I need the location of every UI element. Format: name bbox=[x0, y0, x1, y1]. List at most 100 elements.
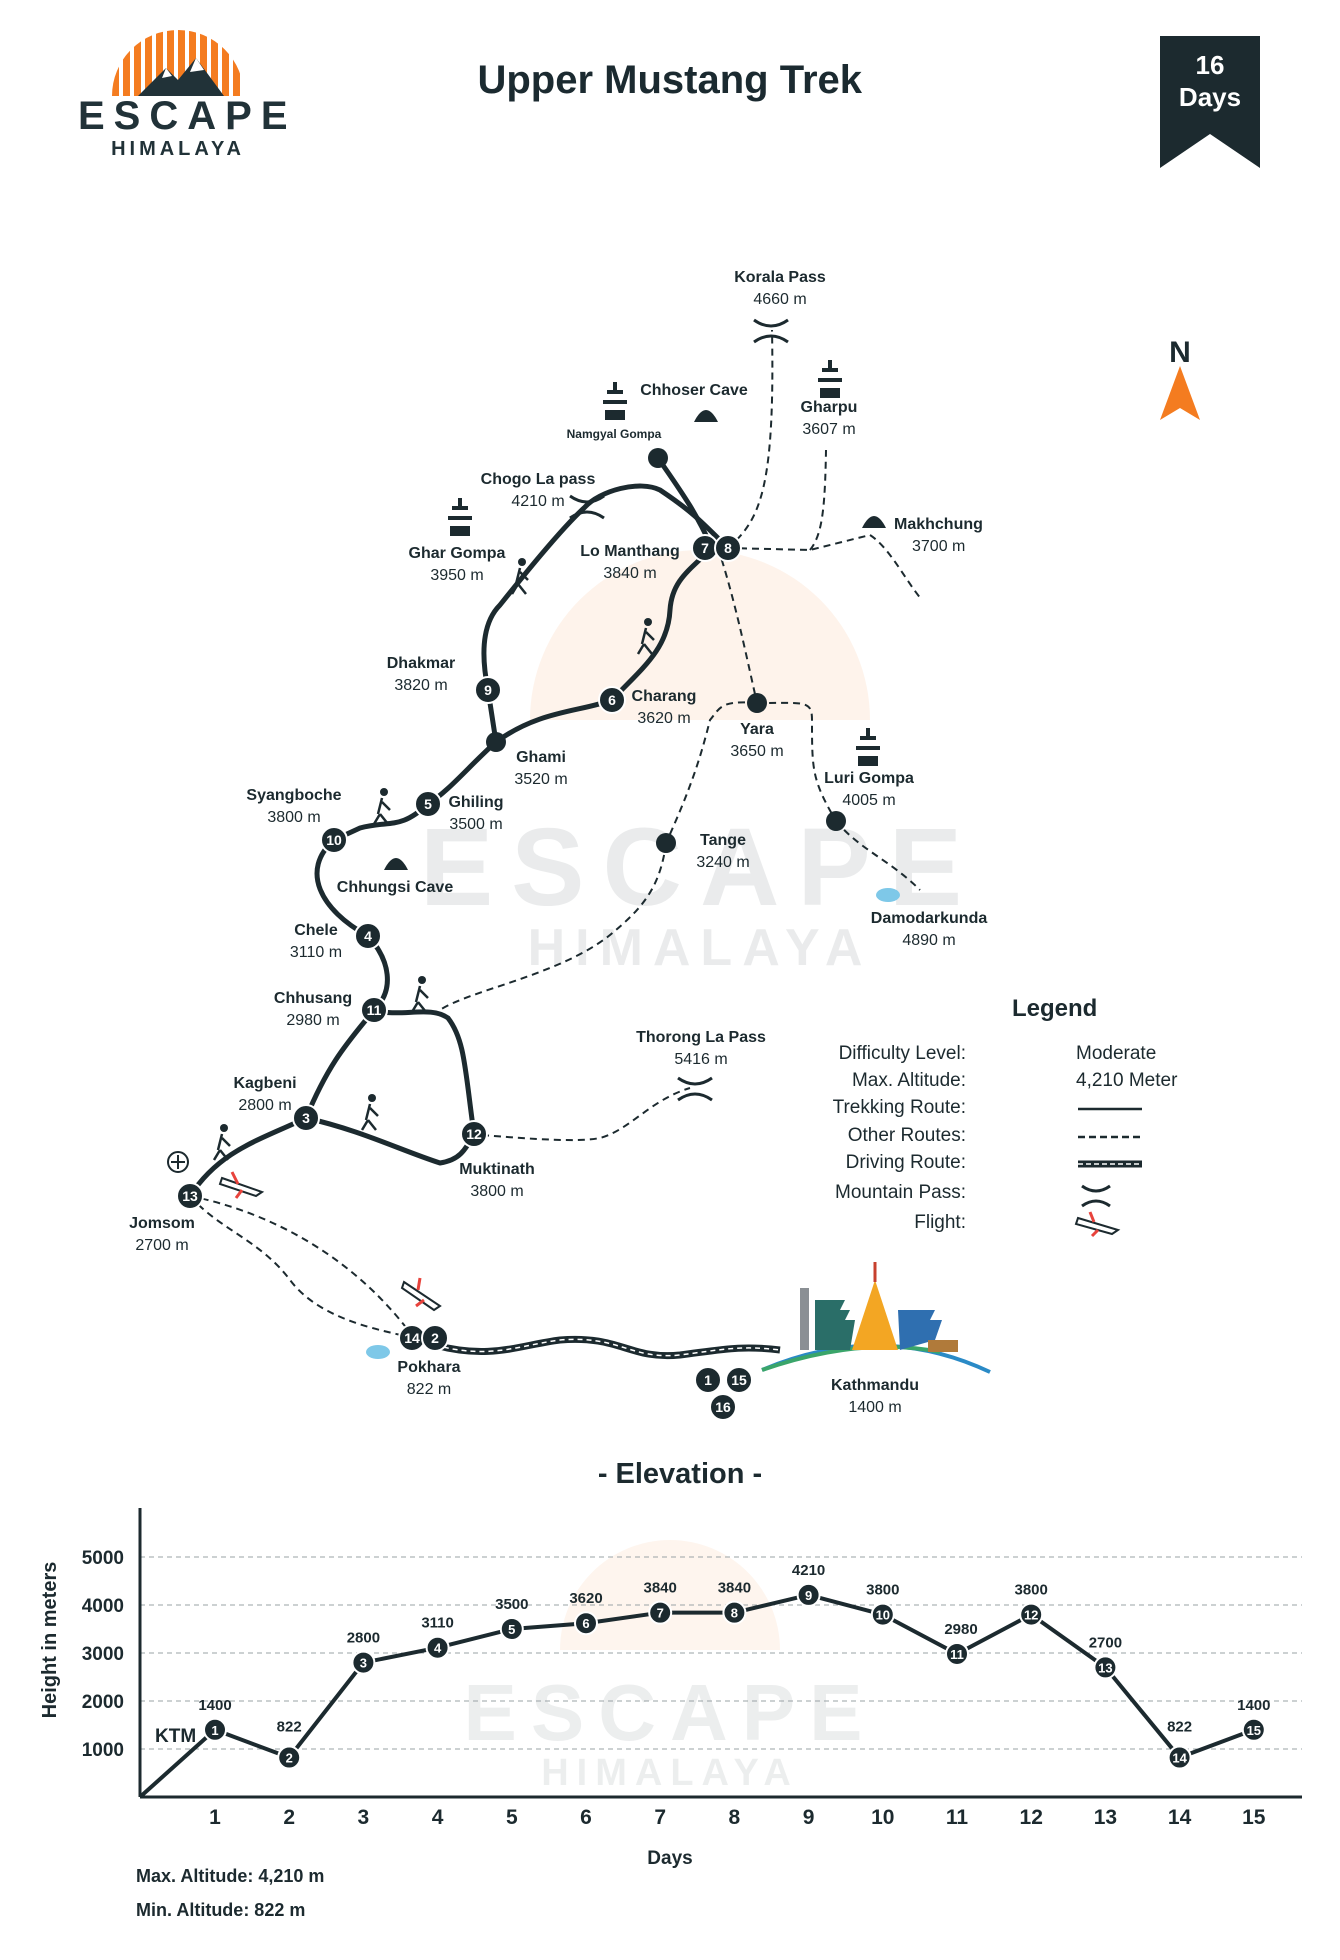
day-marker: 5 bbox=[414, 790, 442, 818]
data-label: 3840 bbox=[718, 1580, 751, 1597]
y-tick-label: 4000 bbox=[82, 1596, 124, 1617]
place-name: Kathmandu bbox=[831, 1377, 919, 1394]
summary-max-altitude: Max. Altitude: 4,210 m bbox=[136, 1866, 325, 1886]
svg-text:HIMALAYA: HIMALAYA bbox=[528, 919, 873, 977]
place-altitude: 822 m bbox=[407, 1381, 451, 1398]
x-tick-label: 7 bbox=[654, 1806, 666, 1829]
place-name: Korala Pass bbox=[734, 269, 826, 286]
day-marker: 12 bbox=[460, 1120, 488, 1148]
point-number: 4 bbox=[434, 1641, 442, 1656]
place-name: Charang bbox=[632, 688, 697, 705]
other-routes bbox=[189, 329, 923, 1339]
place-name: Ghar Gompa bbox=[409, 545, 506, 562]
logo-sunrise-icon bbox=[112, 30, 240, 96]
day-marker: 6 bbox=[598, 686, 626, 714]
place-name: Luri Gompa bbox=[824, 770, 914, 787]
gompa-icon bbox=[818, 360, 842, 398]
x-tick-label: 2 bbox=[283, 1806, 295, 1829]
pass-icon bbox=[753, 318, 789, 344]
trekker-icon bbox=[510, 558, 529, 595]
svg-text:14: 14 bbox=[404, 1330, 420, 1346]
place-name: Chhoser Cave bbox=[640, 382, 748, 399]
trekker-icon bbox=[360, 1094, 379, 1131]
point-number: 10 bbox=[876, 1608, 890, 1623]
driving-route bbox=[434, 1335, 781, 1360]
data-label: 3620 bbox=[569, 1590, 602, 1607]
place-altitude: 2700 m bbox=[135, 1237, 188, 1254]
svg-text:12: 12 bbox=[466, 1126, 482, 1142]
gompa-icon bbox=[448, 498, 472, 536]
place-altitude: 3620 m bbox=[637, 710, 690, 727]
x-tick-label: 5 bbox=[506, 1806, 518, 1829]
north-label: N bbox=[1169, 336, 1191, 369]
gompa-icon bbox=[856, 728, 880, 766]
point-number: 8 bbox=[731, 1606, 738, 1621]
x-axis-label: Days bbox=[647, 1848, 692, 1869]
svg-text:16: 16 bbox=[715, 1399, 731, 1415]
place-altitude: 3840 m bbox=[603, 565, 656, 582]
x-tick-label: 10 bbox=[871, 1806, 894, 1829]
place-altitude: 4210 m bbox=[511, 493, 564, 510]
legend-title: Legend bbox=[1012, 995, 1098, 1022]
elevation-point bbox=[1093, 1655, 1118, 1680]
trekker-icon bbox=[410, 976, 429, 1013]
place-name: Chogo La pass bbox=[481, 471, 596, 488]
chart-watermark: ESCAPE HIMALAYA bbox=[464, 1540, 877, 1794]
place-name: Yara bbox=[740, 721, 774, 738]
x-tick-label: 4 bbox=[432, 1806, 444, 1829]
svg-text:ESCAPE: ESCAPE bbox=[420, 806, 980, 929]
point-number: 3 bbox=[360, 1656, 367, 1671]
pass-icon bbox=[569, 494, 605, 520]
point-number: 1 bbox=[211, 1723, 218, 1738]
elevation-point bbox=[203, 1717, 227, 1742]
place-name: Kagbeni bbox=[233, 1075, 296, 1092]
place-name: Damodarkunda bbox=[871, 910, 988, 927]
data-label: 3800 bbox=[1015, 1582, 1048, 1599]
place-name: Makhchung bbox=[894, 516, 983, 533]
y-tick-label: 2000 bbox=[82, 1692, 124, 1713]
place-altitude: 3607 m bbox=[802, 421, 855, 438]
place-altitude: 4890 m bbox=[902, 932, 955, 949]
place-altitude: 4005 m bbox=[842, 792, 895, 809]
legend-value: 4,210 Meter bbox=[1076, 1070, 1178, 1091]
place-altitude: 1400 m bbox=[848, 1399, 901, 1416]
point-number: 7 bbox=[657, 1606, 664, 1621]
svg-text:10: 10 bbox=[326, 832, 342, 848]
svg-text:ESCAPE: ESCAPE bbox=[464, 1668, 877, 1757]
svg-text:5: 5 bbox=[424, 796, 432, 812]
point-number: 2 bbox=[286, 1751, 293, 1766]
x-tick-label: 11 bbox=[946, 1806, 969, 1829]
legend-label: Driving Route: bbox=[845, 1152, 966, 1173]
legend-label: Max. Altitude: bbox=[851, 1070, 966, 1091]
day-marker: 2 bbox=[421, 1324, 449, 1352]
place-name: Muktinath bbox=[459, 1161, 535, 1178]
data-label: 1400 bbox=[198, 1697, 231, 1714]
svg-text:7: 7 bbox=[701, 540, 709, 556]
day-marker: 10 bbox=[320, 826, 348, 854]
lake-icon bbox=[366, 1345, 390, 1359]
trekking-route bbox=[187, 455, 731, 1199]
place-altitude: 3650 m bbox=[730, 743, 783, 760]
svg-text:HIMALAYA: HIMALAYA bbox=[541, 1752, 799, 1794]
x-tick-label: 12 bbox=[1020, 1806, 1043, 1829]
legend-pass-icon bbox=[1081, 1184, 1111, 1208]
x-tick-label: 14 bbox=[1168, 1806, 1192, 1829]
svg-text:1: 1 bbox=[704, 1372, 712, 1388]
data-label: 3800 bbox=[866, 1582, 899, 1599]
place-altitude: 3800 m bbox=[470, 1183, 523, 1200]
legend-label: Difficulty Level: bbox=[838, 1043, 966, 1064]
x-tick-label: 15 bbox=[1242, 1806, 1266, 1829]
day-marker: 1 bbox=[694, 1366, 722, 1394]
place-name: Chhusang bbox=[274, 990, 352, 1007]
day-marker: 16 bbox=[709, 1393, 737, 1421]
pass-icon bbox=[677, 1076, 713, 1102]
place-altitude: 3820 m bbox=[394, 677, 447, 694]
place-name: Syangboche bbox=[246, 787, 341, 804]
point-number: 12 bbox=[1024, 1608, 1038, 1623]
logo-subtitle: HIMALAYA bbox=[111, 138, 245, 160]
kathmandu-illustration bbox=[761, 1262, 991, 1374]
place-name: Lo Manthang bbox=[580, 543, 680, 560]
data-label: 4210 bbox=[792, 1562, 825, 1579]
page-title: Upper Mustang Trek bbox=[477, 58, 862, 102]
duration-ribbon: 16 Days bbox=[1160, 36, 1260, 168]
